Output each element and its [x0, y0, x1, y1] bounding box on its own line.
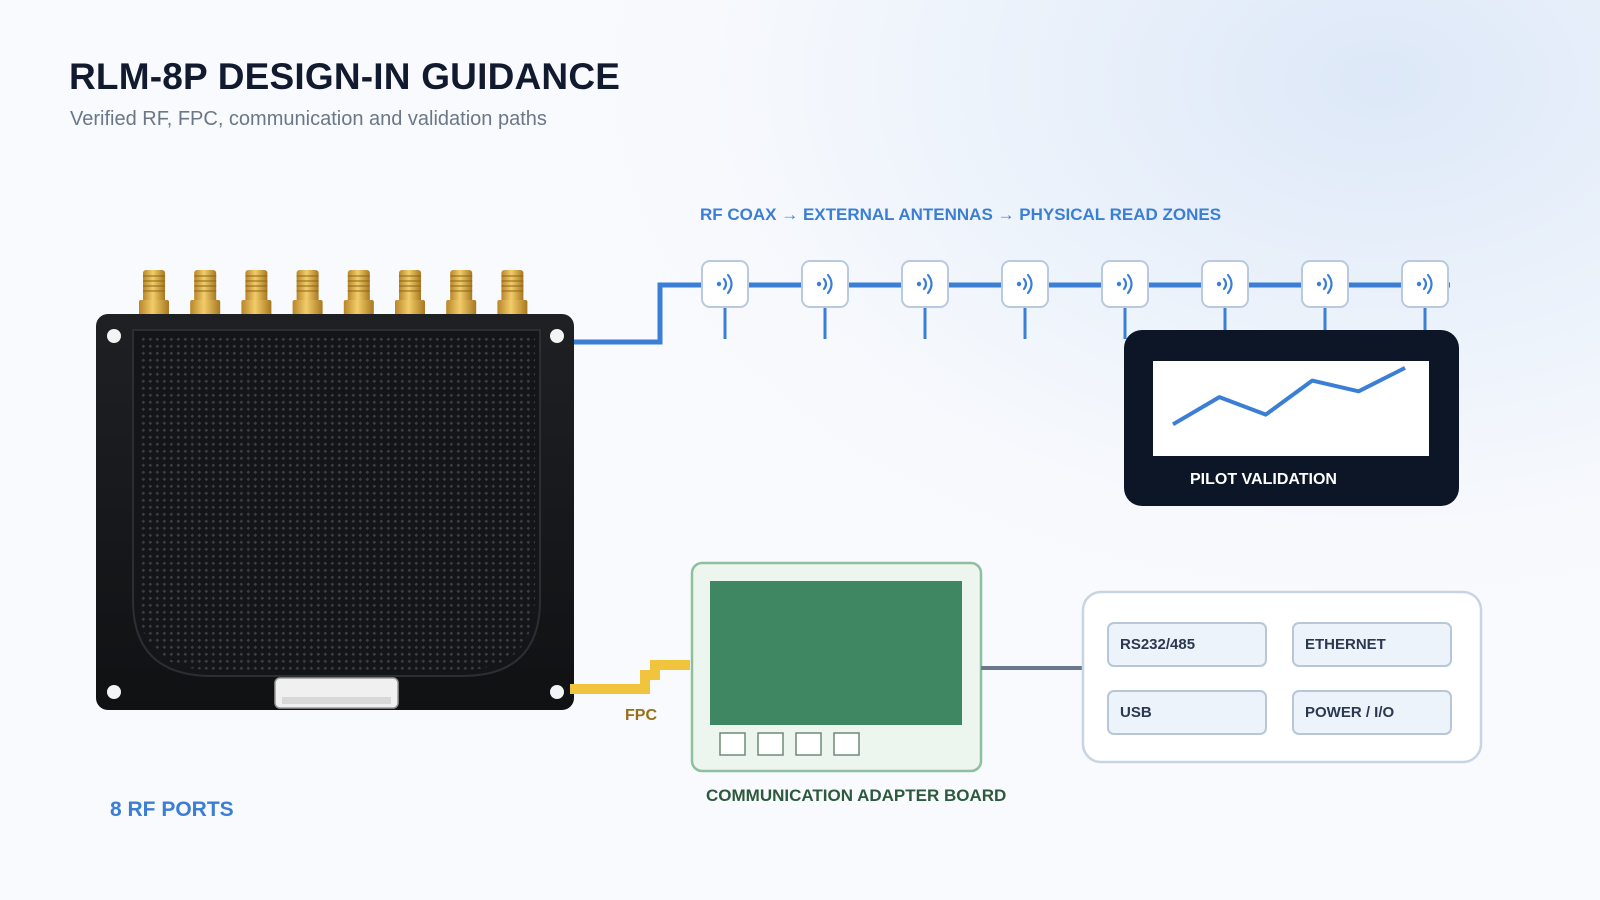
antenna-node	[701, 260, 749, 339]
adapter-board-label: COMMUNICATION ADAPTER BOARD	[706, 786, 1007, 805]
antenna-node	[1301, 260, 1349, 339]
antenna-chain	[701, 260, 1449, 339]
adapter-connector-pad	[833, 732, 860, 756]
fpc-ribbon	[570, 660, 690, 694]
sma-connectors	[139, 270, 528, 316]
adapter-connector-pad	[757, 732, 784, 756]
sma-connector	[241, 270, 272, 316]
sma-connector	[190, 270, 221, 316]
sma-nut	[446, 300, 477, 316]
sma-nut	[139, 300, 169, 316]
interface-rs232-485: RS232/485	[1107, 622, 1267, 667]
sma-connector	[446, 270, 477, 316]
communication-adapter-board	[690, 561, 983, 773]
antenna-node	[1401, 260, 1449, 339]
antenna-node	[1001, 260, 1049, 339]
pilot-trend-line	[1171, 366, 1406, 427]
interface-ethernet: ETHERNET	[1292, 622, 1452, 667]
page-title: RLM-8P DESIGN-IN GUIDANCE	[69, 56, 621, 97]
interface-usb: USB	[1107, 690, 1267, 735]
fpc-connector-contacts	[282, 697, 391, 704]
rf-path-heading: RF COAX → EXTERNAL ANTENNAS → PHYSICAL R…	[700, 205, 1222, 224]
rf-ports-label: 8 RF PORTS	[110, 798, 234, 821]
fpc-label: FPC	[625, 707, 657, 724]
mount-hole-top-left	[107, 329, 121, 343]
antenna-signal-icon	[716, 273, 733, 295]
pilot-validation-panel	[1124, 330, 1459, 506]
sma-nut	[395, 300, 425, 316]
mount-hole-bottom-right	[550, 685, 564, 699]
sma-nut	[292, 300, 323, 316]
antenna-node	[901, 260, 949, 339]
rlm-8p-module	[96, 270, 574, 710]
sma-connector	[343, 270, 374, 316]
module-dot-texture	[138, 335, 535, 670]
antenna-signal-icon	[1216, 273, 1233, 295]
rf-coax-line	[570, 282, 1450, 345]
sma-connector	[292, 270, 323, 316]
sma-nut	[343, 300, 374, 316]
antenna-node	[801, 260, 849, 339]
sma-nut	[497, 300, 528, 316]
page-subtitle: Verified RF, FPC, communication and vali…	[70, 108, 547, 130]
interface-panel	[1081, 590, 1483, 764]
sma-nut	[241, 300, 272, 316]
antenna-signal-icon	[1116, 273, 1133, 295]
sma-connector	[497, 270, 528, 316]
antenna-node	[1101, 260, 1149, 339]
antenna-signal-icon	[1316, 273, 1333, 295]
pilot-validation-label: PILOT VALIDATION	[1190, 471, 1337, 488]
sma-nut	[190, 300, 221, 316]
adapter-connector-pad	[719, 732, 746, 756]
mount-hole-bottom-left	[107, 685, 121, 699]
antenna-signal-icon	[1016, 273, 1033, 295]
antenna-node	[1201, 260, 1249, 339]
adapter-board-pcb	[710, 581, 962, 725]
interface-power-io: POWER / I/O	[1292, 690, 1452, 735]
sma-connector	[139, 270, 169, 316]
antenna-signal-icon	[916, 273, 933, 295]
antenna-signal-icon	[1416, 273, 1433, 295]
adapter-connector-pad	[795, 732, 822, 756]
antenna-signal-icon	[816, 273, 833, 295]
adapter-connector-row	[719, 732, 860, 756]
sma-connector	[395, 270, 425, 316]
mount-hole-top-right	[550, 329, 564, 343]
